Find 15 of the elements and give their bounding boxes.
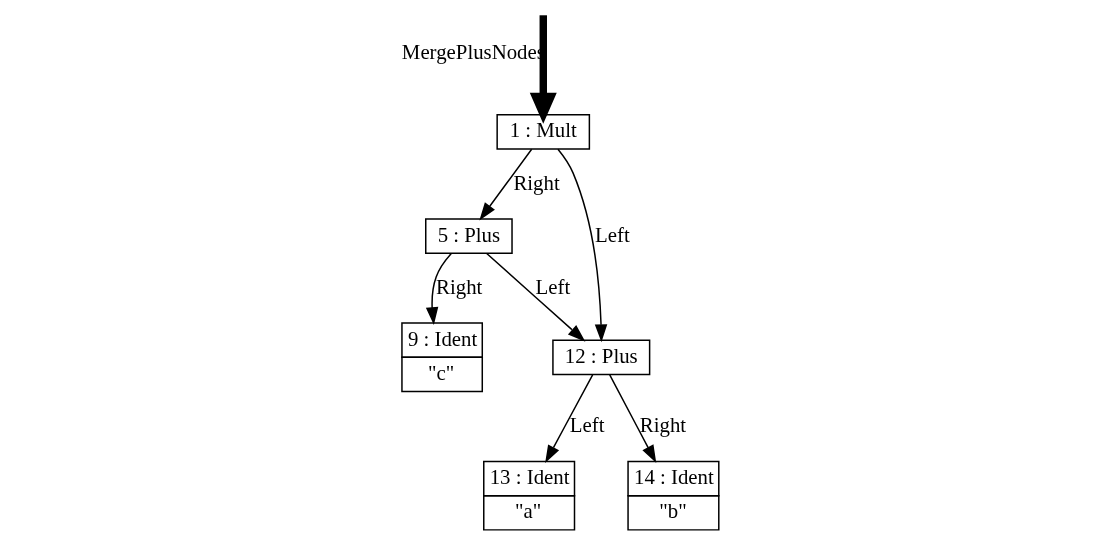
node-box: 1 : Mult	[496, 114, 591, 150]
arrow	[609, 374, 657, 464]
edge-label: Right	[639, 413, 687, 437]
edge-label: Right	[436, 274, 483, 299]
node-box: 5 : Plus	[425, 218, 513, 254]
node-box: 12 : Plus	[552, 339, 651, 376]
arrow	[557, 148, 608, 343]
arrow	[545, 374, 594, 464]
edge-label: Left	[595, 222, 630, 247]
edge-label: Left	[569, 413, 605, 437]
edge-label: Right	[513, 170, 560, 195]
arrow	[425, 252, 453, 326]
edge-label: Left	[535, 274, 571, 299]
arrow	[486, 252, 586, 342]
arrow	[479, 148, 533, 221]
